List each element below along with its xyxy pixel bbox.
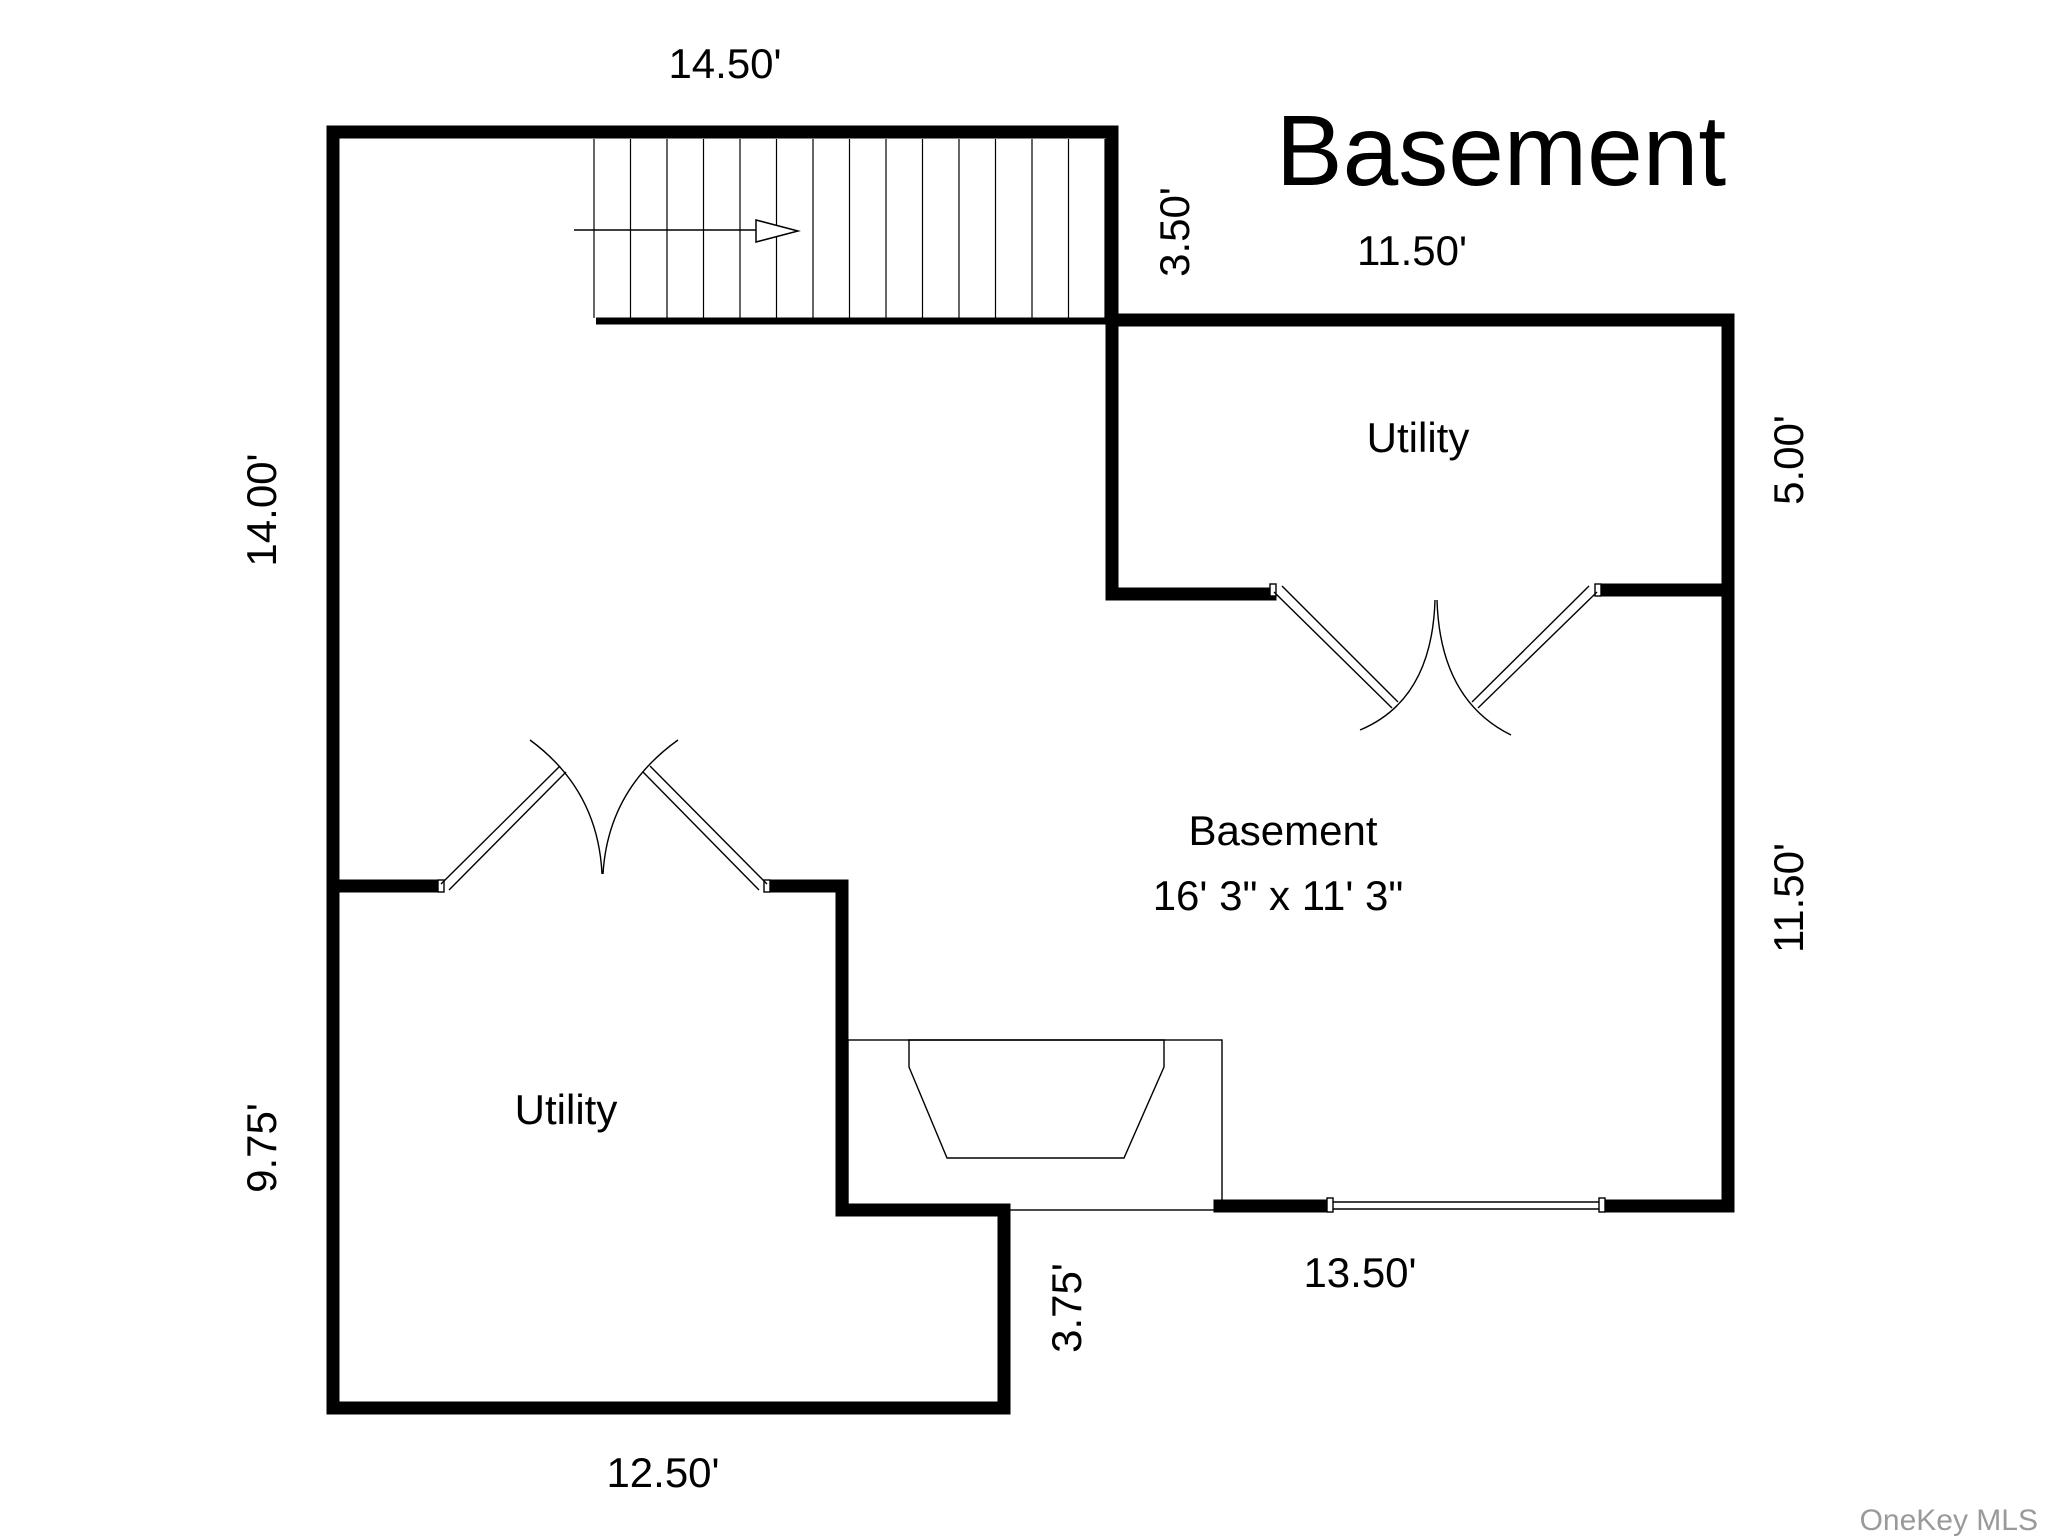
upper-utility-double-door xyxy=(1269,583,1602,736)
outer-wall-bottom-left xyxy=(326,1203,1011,1415)
outer-wall-east-south xyxy=(1598,581,1735,1213)
plan-title: Basement xyxy=(1276,95,1726,207)
dimension-left-upper: 14.00' xyxy=(238,453,285,566)
lower-utility-double-door xyxy=(437,739,771,893)
outer-wall-west-north xyxy=(326,125,1735,1415)
dimension-left-lower: 9.75' xyxy=(238,1103,285,1193)
room-label-basement: Basement xyxy=(1188,807,1377,854)
stair-arrow-head xyxy=(755,219,801,243)
laundry-sink xyxy=(847,1039,1223,1211)
dimension-top: 14.50' xyxy=(668,40,781,87)
dimension-bottom-left: 12.50' xyxy=(606,1449,719,1496)
dimension-upper-utility-width: 11.50' xyxy=(1357,227,1467,274)
room-label-upper-utility: Utility xyxy=(1367,414,1470,461)
upper-utility-wall xyxy=(1105,313,1277,601)
sliding-door xyxy=(1326,1197,1606,1213)
staircase xyxy=(574,139,1112,325)
room-size-basement: 16' 3" x 11' 3" xyxy=(1153,872,1404,919)
dimension-step-vertical: 3.50' xyxy=(1151,187,1198,277)
lower-utility-wall-right xyxy=(763,879,1011,1217)
room-label-lower-utility: Utility xyxy=(515,1086,618,1133)
walls xyxy=(326,125,1735,1415)
dimension-upper-utility-height: 5.00' xyxy=(1765,415,1812,505)
dimension-bottom-step: 3.75' xyxy=(1043,1263,1090,1353)
dimension-right-lower: 11.50' xyxy=(1765,843,1812,953)
dimension-bottom-right: 13.50' xyxy=(1303,1249,1416,1296)
watermark: OneKey MLS xyxy=(1860,1504,2038,1536)
